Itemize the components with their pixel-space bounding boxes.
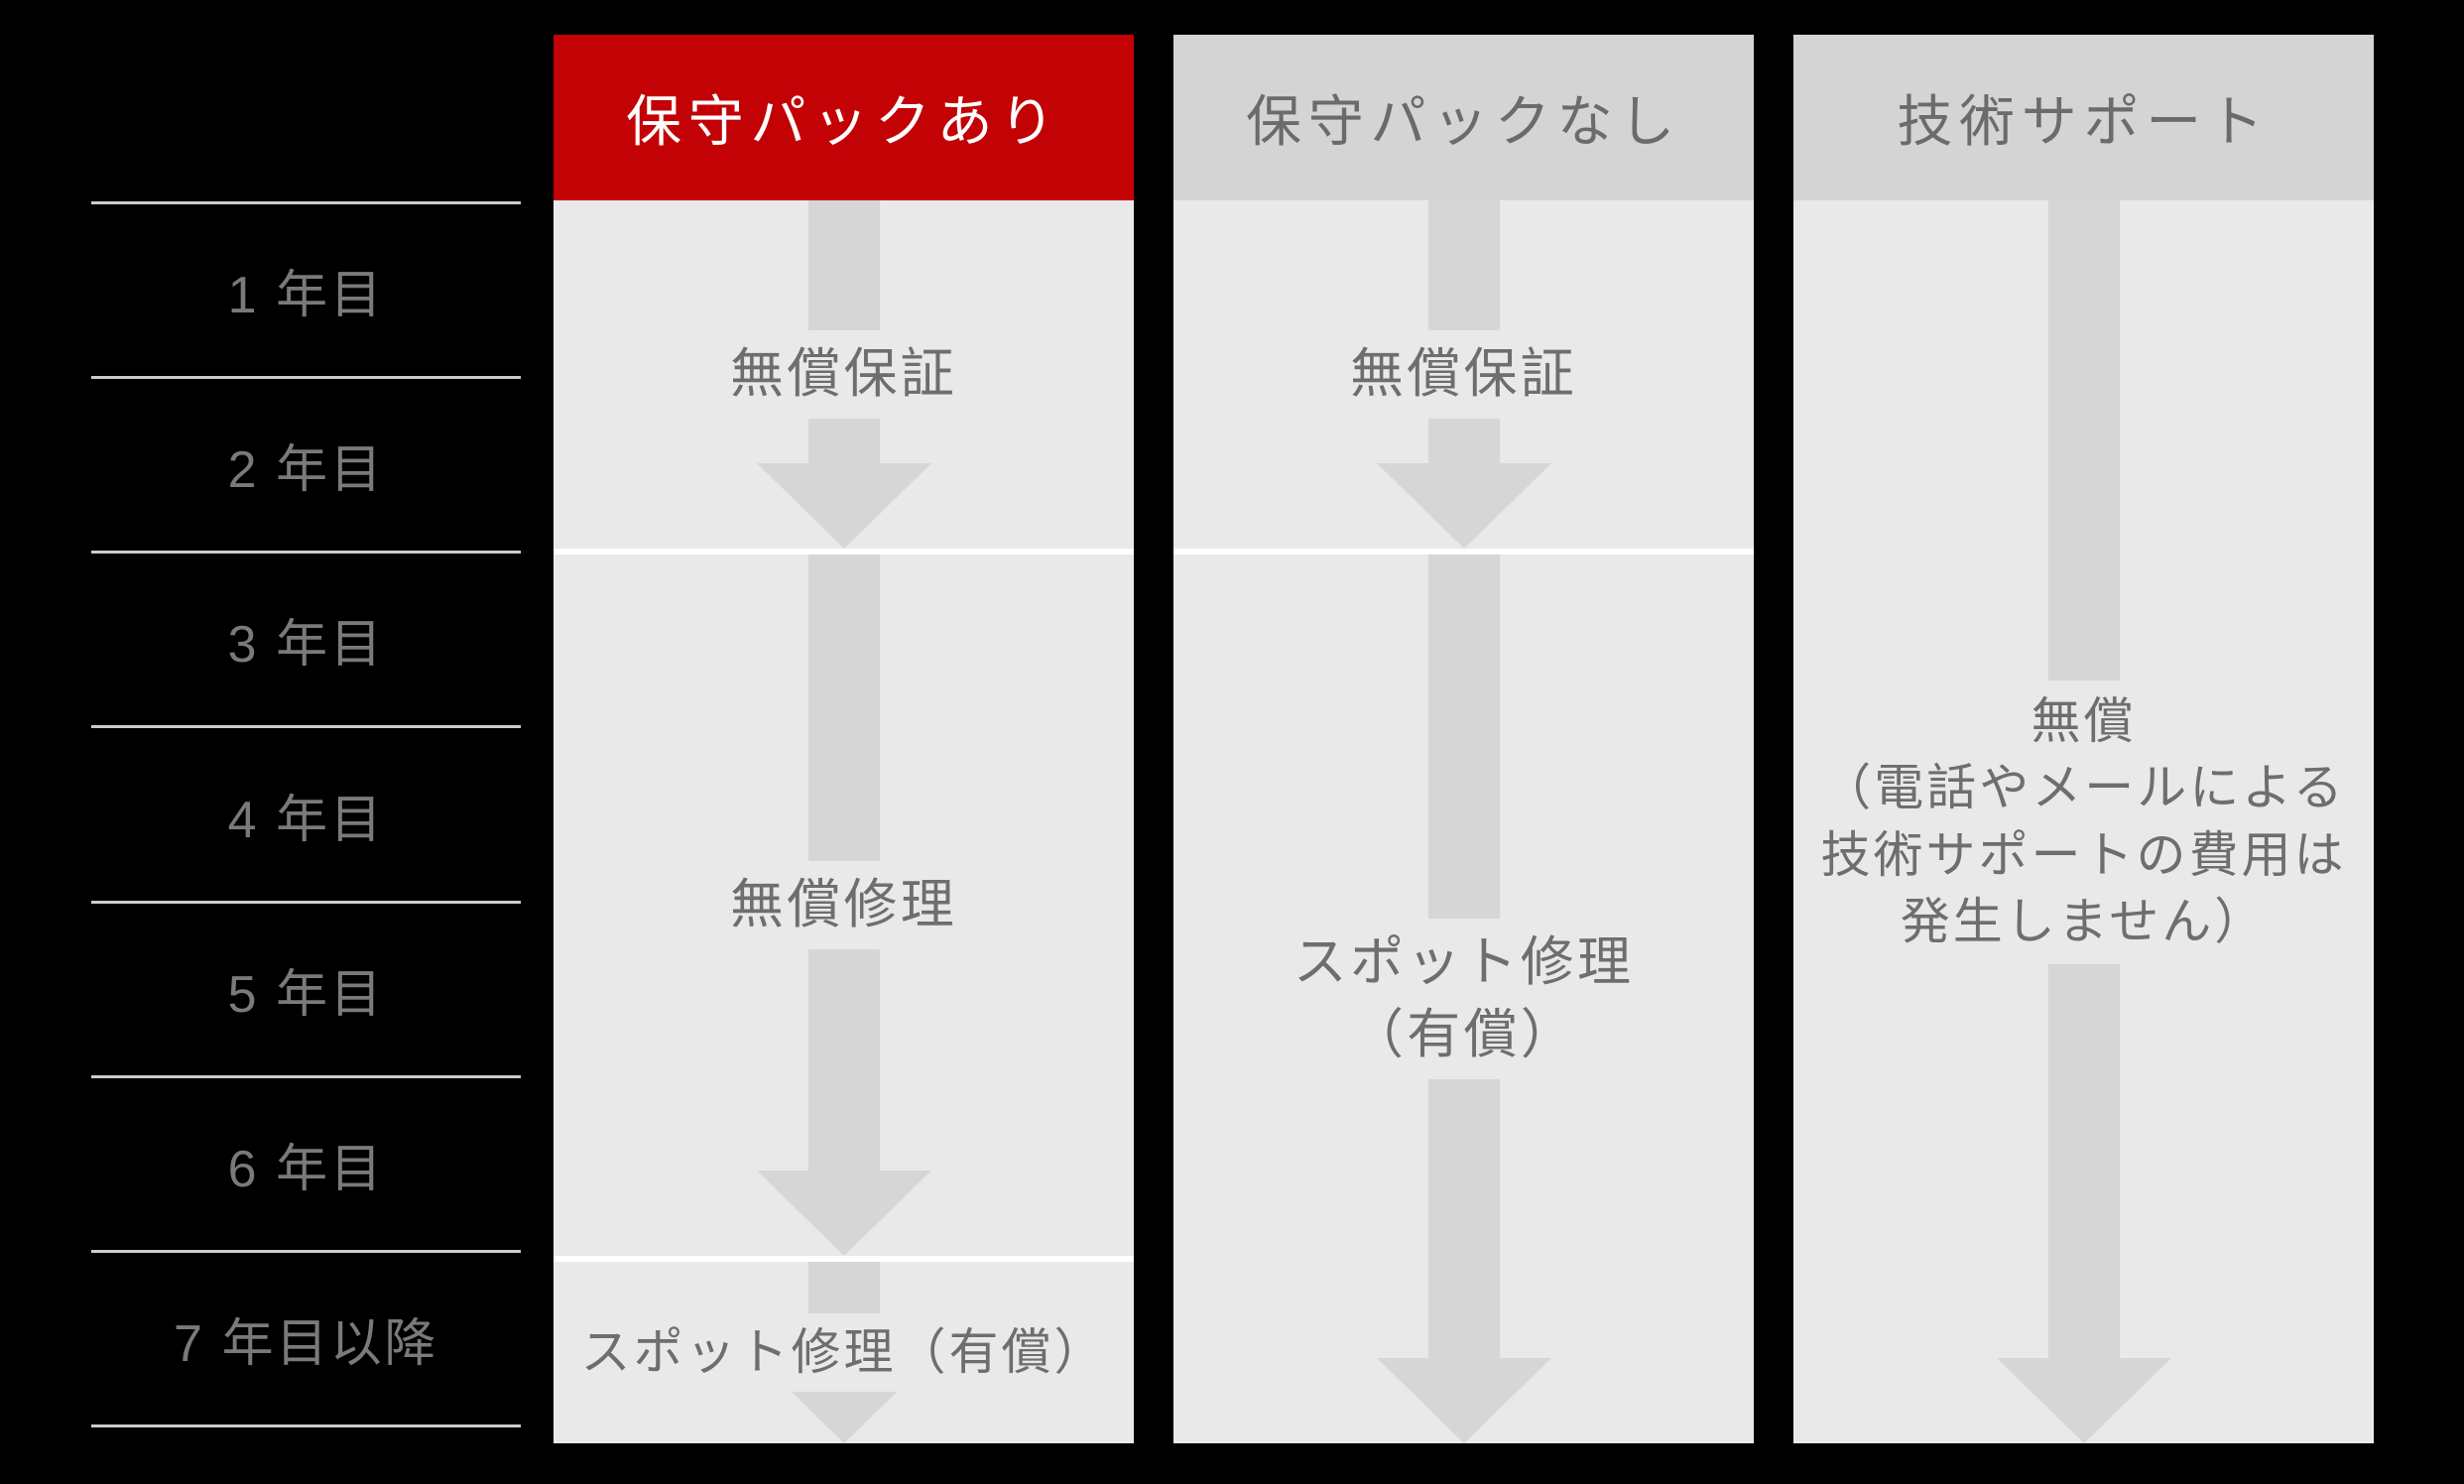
label-line: 技術サポートの費用は xyxy=(1820,826,2347,883)
section-separator xyxy=(554,549,1134,555)
label-line: （電話やメールによる xyxy=(1821,760,2346,815)
section-free-warranty: 無償保証 xyxy=(554,200,1134,549)
section-spot-repair-paid: スポット修理（有償） xyxy=(554,1262,1134,1443)
year-divider-line xyxy=(91,725,521,728)
year-label-5: 5 年目 xyxy=(91,904,521,1075)
year-label-1: 1 年目 xyxy=(91,204,521,376)
section-label-text: 無償保証 xyxy=(708,330,979,419)
label-line: （有償） xyxy=(1350,1005,1577,1064)
year-label-7: 7 年目以降 xyxy=(91,1253,521,1424)
column-tech-support: 無償 （電話やメールによる 技術サポートの費用は 発生しません） xyxy=(1793,200,2374,1443)
section-label-text: 無償 （電話やメールによる 技術サポートの費用は 発生しません） xyxy=(1806,680,2361,964)
section-spot-repair-paid: スポット修理 （有償） xyxy=(1173,555,1754,1443)
section-label: 無償 （電話やメールによる 技術サポートの費用は 発生しません） xyxy=(1793,200,2374,1443)
year-label-6: 6 年目 xyxy=(91,1078,521,1250)
section-label: 無償修理 xyxy=(554,555,1134,1256)
column-header-without-pack: 保守パックなし xyxy=(1173,35,1754,200)
column-without-pack: 無償保証 スポット修理 （有償） xyxy=(1173,200,1754,1443)
year-label-text: 7 年目以降 xyxy=(174,1315,438,1373)
year-divider-line xyxy=(91,1424,521,1427)
year-divider-line xyxy=(91,901,521,904)
year-label-text: 6 年目 xyxy=(227,1141,385,1198)
section-label-text: 無償保証 xyxy=(1328,330,1599,419)
year-divider-line xyxy=(91,1250,521,1253)
column-with-pack: 無償保証 無償修理 スポット修理（有償） xyxy=(554,200,1134,1443)
year-label-text: 3 年目 xyxy=(227,616,385,674)
year-divider-line xyxy=(91,551,521,554)
year-label-text: 2 年目 xyxy=(227,441,385,499)
arrow-head xyxy=(756,1171,931,1256)
label-line: 発生しません） xyxy=(1900,894,2268,949)
year-label-text: 1 年目 xyxy=(227,267,385,324)
arrow-head xyxy=(1376,463,1551,549)
section-separator xyxy=(1173,549,1754,555)
arrow-head xyxy=(756,463,931,549)
column-header-tech-support: 技術サポート xyxy=(1793,35,2374,200)
year-label-3: 3 年目 xyxy=(91,554,521,725)
section-free-warranty: 無償保証 xyxy=(1173,200,1754,549)
section-free-support: 無償 （電話やメールによる 技術サポートの費用は 発生しません） xyxy=(1793,200,2374,1443)
section-label-text: スポット修理 （有償） xyxy=(1279,919,1649,1079)
section-free-repair: 無償修理 xyxy=(554,555,1134,1256)
year-label-text: 4 年目 xyxy=(227,791,385,849)
section-label: スポット修理 （有償） xyxy=(1173,555,1754,1443)
column-header-with-pack: 保守パックあり xyxy=(554,35,1134,200)
section-label: 無償保証 xyxy=(554,200,1134,549)
section-label-text: 無償修理 xyxy=(708,861,979,949)
section-label-text: スポット修理（有償） xyxy=(568,1312,1119,1393)
year-divider-line xyxy=(91,1075,521,1078)
arrow-head xyxy=(1996,1358,2171,1443)
label-line: スポット修理 xyxy=(1293,932,1635,993)
section-label: 無償保証 xyxy=(1173,200,1754,549)
year-label-2: 2 年目 xyxy=(91,379,521,551)
section-separator xyxy=(554,1256,1134,1262)
section-label: スポット修理（有償） xyxy=(554,1262,1134,1443)
year-divider-line xyxy=(91,376,521,379)
label-line: 無償 xyxy=(2031,692,2137,749)
arrow-head xyxy=(1376,1358,1551,1443)
year-label-4: 4 年目 xyxy=(91,728,521,901)
year-label-text: 5 年目 xyxy=(227,966,385,1024)
year-divider-line xyxy=(91,201,521,204)
